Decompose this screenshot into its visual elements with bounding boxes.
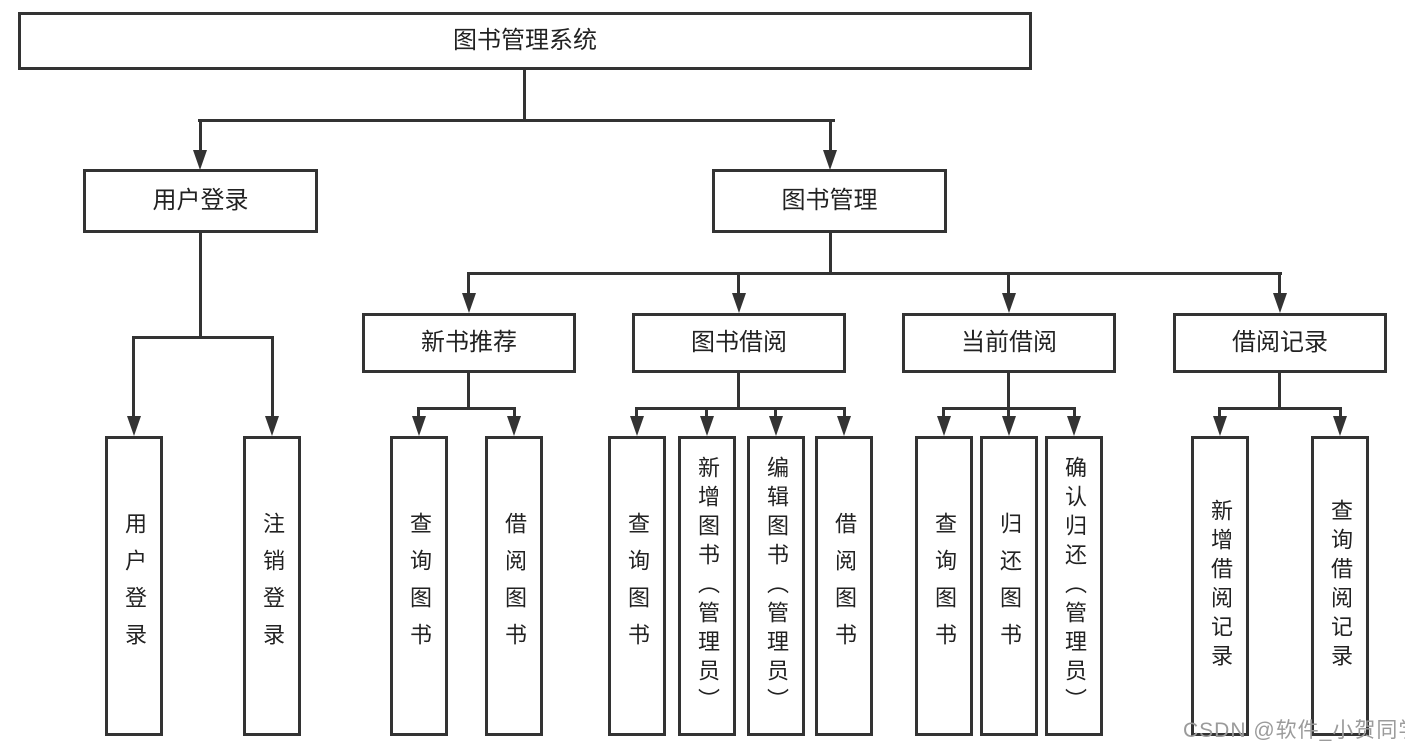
connector-vline [1007, 373, 1010, 407]
connector-vline [829, 233, 832, 272]
connector-vline [1007, 407, 1010, 417]
connector-hline [417, 407, 516, 410]
connector-hline [635, 407, 846, 410]
connector-hline [467, 272, 1282, 275]
connector-vline [829, 119, 832, 152]
arrow-down [630, 416, 644, 436]
node-book-management-branch: 图书管理 [712, 169, 947, 233]
csdn-watermark: CSDN @软件_小贺同学 [1183, 719, 1405, 742]
leaf-user-login: 用户登录 [105, 436, 163, 736]
arrow-down [1067, 416, 1081, 436]
connector-vline [417, 407, 420, 417]
arrow-down [265, 416, 279, 436]
connector-vline [774, 407, 777, 417]
leaf-logout: 注销登录 [243, 436, 301, 736]
node-book-borrowing: 图书借阅 [632, 313, 846, 373]
connector-vline [199, 233, 202, 336]
arrow-down [937, 416, 951, 436]
connector-vline [737, 272, 740, 293]
connector-vline [737, 373, 740, 407]
arrow-down [700, 416, 714, 436]
connector-vline [1278, 272, 1281, 293]
node-user-login-branch: 用户登录 [83, 169, 318, 233]
arrow-down [1002, 416, 1016, 436]
connector-vline [1339, 407, 1342, 417]
node-library-management-system: 图书管理系统 [18, 12, 1032, 70]
arrow-down [507, 416, 521, 436]
connector-vline [635, 407, 638, 417]
connector-vline [1073, 407, 1076, 417]
connector-vline [1278, 373, 1281, 407]
arrow-down [1333, 416, 1347, 436]
node-borrowing-records: 借阅记录 [1173, 313, 1387, 373]
leaf-return-books: 归还图书 [980, 436, 1038, 736]
connector-vline [843, 407, 846, 417]
connector-hline [198, 119, 835, 122]
connector-hline [132, 336, 274, 339]
arrow-down [769, 416, 783, 436]
leaf-query-books: 查询图书 [390, 436, 448, 736]
arrow-down [837, 416, 851, 436]
leaf-query-books: 查询图书 [915, 436, 973, 736]
connector-vline [513, 407, 516, 417]
leaf-query-borrow-record: 查询借阅记录 [1311, 436, 1369, 736]
node-current-borrowing: 当前借阅 [902, 313, 1116, 373]
connector-vline [705, 407, 708, 417]
connector-hline [1218, 407, 1342, 410]
arrow-down [412, 416, 426, 436]
arrow-down [732, 293, 746, 313]
connector-vline [523, 70, 526, 119]
arrow-down [1213, 416, 1227, 436]
node-new-book-recommend: 新书推荐 [362, 313, 576, 373]
arrow-down [1002, 293, 1016, 313]
connector-vline [1218, 407, 1221, 417]
leaf-query-books: 查询图书 [608, 436, 666, 736]
leaf-borrow-books: 借阅图书 [815, 436, 873, 736]
connector-vline [467, 272, 470, 293]
connector-vline [132, 336, 135, 416]
arrow-down [462, 293, 476, 313]
arrow-down [823, 150, 837, 170]
arrow-down [1273, 293, 1287, 313]
arrow-down [193, 150, 207, 170]
leaf-add-books-admin: 新增图书（管理员） [678, 436, 736, 736]
connector-vline [1007, 272, 1010, 293]
connector-vline [467, 373, 470, 407]
connector-vline [199, 119, 202, 152]
leaf-add-borrow-record: 新增借阅记录 [1191, 436, 1249, 736]
leaf-edit-books-admin: 编辑图书（管理员） [747, 436, 805, 736]
connector-vline [942, 407, 945, 417]
leaf-confirm-return-admin: 确认归还（管理员） [1045, 436, 1103, 736]
leaf-borrow-books: 借阅图书 [485, 436, 543, 736]
connector-vline [271, 336, 274, 416]
arrow-down [127, 416, 141, 436]
